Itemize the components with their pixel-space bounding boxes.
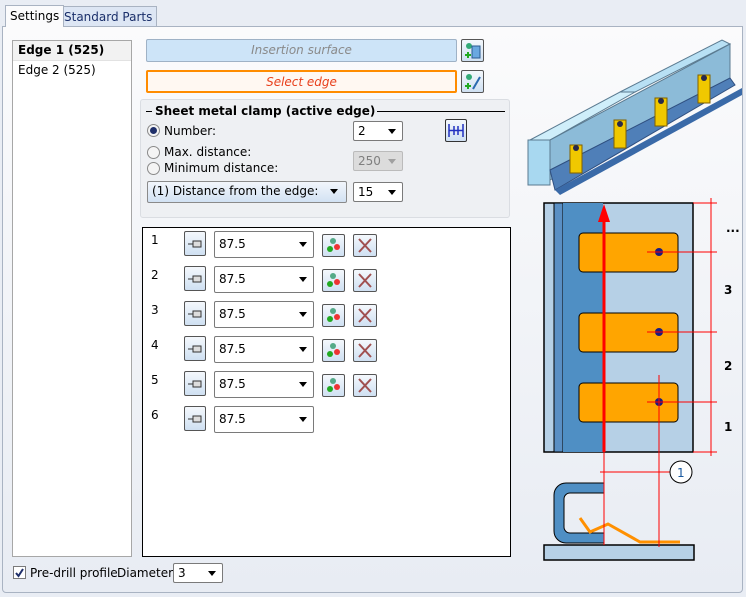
distance-combo[interactable]: 250	[353, 151, 403, 171]
dim-label-more: ...	[726, 221, 740, 235]
position-combo[interactable]: 87.5	[214, 406, 314, 433]
delete-icon	[358, 273, 372, 288]
add-clamp-button[interactable]	[322, 269, 345, 292]
checkmark-icon	[15, 568, 24, 578]
chevron-down-icon	[299, 382, 307, 387]
row-number: 1	[151, 233, 159, 247]
number-radio[interactable]	[147, 124, 160, 137]
position-combo[interactable]: 87.5	[214, 231, 314, 258]
add-clamp-icon	[327, 343, 340, 357]
max-distance-radio[interactable]	[147, 146, 160, 159]
delete-icon	[358, 308, 372, 323]
pin-icon	[188, 310, 202, 318]
pick-position-button[interactable]	[184, 336, 206, 361]
clamp-drawing: ... 3 2 1 1	[543, 198, 740, 561]
pin-icon	[188, 345, 202, 353]
add-clamp-icon	[327, 378, 340, 392]
pick-position-button[interactable]	[184, 231, 206, 256]
tab-settings[interactable]: Settings	[5, 5, 65, 27]
diameter-label: Diameter:	[117, 566, 177, 580]
number-combo[interactable]: 2	[353, 121, 403, 141]
diameter-combo[interactable]: 3	[173, 563, 223, 583]
pin-icon	[188, 275, 202, 283]
chevron-down-icon	[388, 159, 396, 164]
min-distance-label: Minimum distance:	[164, 161, 279, 175]
dim-label-3: 3	[724, 283, 732, 297]
callout-label: 1	[677, 466, 685, 480]
row-number: 5	[151, 373, 159, 387]
add-clamp-button[interactable]	[322, 304, 345, 327]
chevron-down-icon	[299, 417, 307, 422]
chevron-down-icon	[330, 189, 338, 194]
3d-preview-image	[527, 39, 742, 195]
position-combo[interactable]: 87.5	[214, 336, 314, 363]
pick-surface-icon	[465, 43, 481, 59]
add-clamp-button[interactable]	[322, 374, 345, 397]
row-number: 6	[151, 408, 159, 422]
pick-surface-button[interactable]	[461, 39, 484, 62]
predrill-checkbox[interactable]	[13, 566, 26, 579]
chevron-down-icon	[388, 129, 396, 134]
position-combo[interactable]: 87.5	[214, 266, 314, 293]
number-label: Number:	[164, 124, 217, 138]
distribute-button[interactable]	[445, 119, 467, 142]
distribute-icon	[448, 124, 464, 137]
chevron-down-icon	[388, 190, 396, 195]
pick-position-button[interactable]	[184, 406, 206, 431]
chevron-down-icon	[299, 347, 307, 352]
pick-position-button[interactable]	[184, 371, 206, 396]
max-distance-label: Max. distance:	[164, 145, 252, 159]
delete-clamp-button[interactable]	[353, 234, 377, 257]
delete-icon	[358, 343, 372, 358]
dim-label-1: 1	[724, 420, 732, 434]
chevron-down-icon	[299, 277, 307, 282]
edge-list[interactable]: Edge 1 (525) Edge 2 (525)	[12, 40, 132, 557]
position-combo[interactable]: 87.5	[214, 301, 314, 328]
clamp-position-list[interactable]: 1 87.5 2 87.5 3 87.5 4 87.5 5 87.5 6 87.…	[142, 227, 511, 557]
dim-label-2: 2	[724, 359, 732, 373]
select-edge-field[interactable]: Select edge	[146, 70, 457, 93]
row-number: 3	[151, 303, 159, 317]
delete-clamp-button[interactable]	[353, 304, 377, 327]
pick-edge-button[interactable]	[461, 70, 484, 93]
mode-amount-combo[interactable]: 15	[353, 182, 403, 202]
insertion-surface-field[interactable]: Insertion surface	[146, 39, 457, 62]
predrill-label: Pre-drill profile	[30, 566, 118, 580]
delete-clamp-button[interactable]	[353, 269, 377, 292]
add-clamp-icon	[327, 273, 340, 287]
chevron-down-icon	[299, 312, 307, 317]
add-clamp-icon	[327, 308, 340, 322]
delete-icon	[358, 238, 372, 253]
add-clamp-icon	[327, 238, 340, 252]
delete-clamp-button[interactable]	[353, 339, 377, 362]
tab-standard-parts[interactable]: Standard Parts	[59, 6, 158, 26]
delete-icon	[358, 378, 372, 393]
min-distance-radio[interactable]	[147, 162, 160, 175]
group-title: Sheet metal clamp (active edge)	[155, 104, 376, 118]
add-clamp-button[interactable]	[322, 234, 345, 257]
chevron-down-icon	[208, 571, 216, 576]
pick-position-button[interactable]	[184, 301, 206, 326]
pin-icon	[188, 415, 202, 423]
row-number: 4	[151, 338, 159, 352]
add-clamp-button[interactable]	[322, 339, 345, 362]
pick-position-button[interactable]	[184, 266, 206, 291]
chevron-down-icon	[299, 242, 307, 247]
pin-icon	[188, 240, 202, 248]
row-number: 2	[151, 268, 159, 282]
delete-clamp-button[interactable]	[353, 374, 377, 397]
mode-combo[interactable]: (1) Distance from the edge:	[147, 181, 347, 203]
edge-item-2[interactable]: Edge 2 (525)	[18, 63, 96, 77]
pin-icon	[188, 380, 202, 388]
position-combo[interactable]: 87.5	[214, 371, 314, 398]
edge-item-1[interactable]: Edge 1 (525)	[13, 41, 131, 61]
pick-edge-icon	[465, 74, 481, 90]
